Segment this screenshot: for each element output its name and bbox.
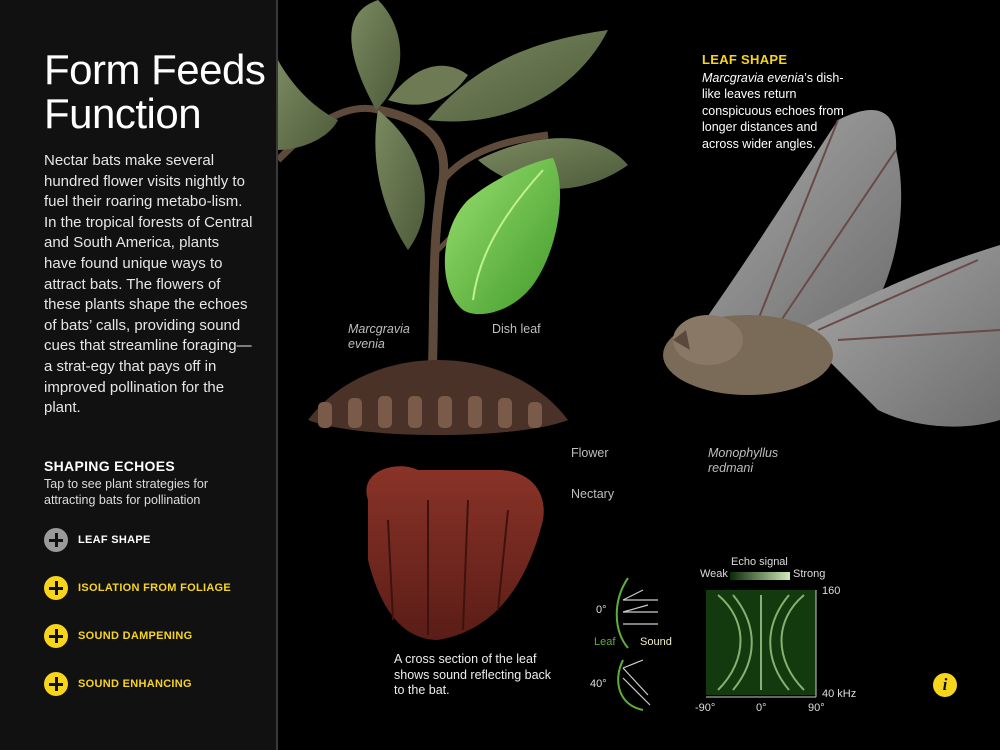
panel-body: Marcgravia evenia’s dish-like leaves ret… [702, 70, 847, 152]
panel-body-text: ’s dish-like leaves return conspicuous e… [702, 71, 844, 151]
panel-species: Marcgravia evenia [702, 71, 805, 85]
plant-species-label: Marcgravia evenia [348, 322, 410, 351]
strategy-label: ISOLATION FROM FOLIAGE [78, 582, 232, 594]
dish-leaf-label: Dish leaf [492, 322, 541, 336]
echo-strong-label: Strong [793, 568, 826, 580]
echo-weak-label: Weak [700, 568, 728, 580]
section-subtitle: Tap to see plant strategies for attracti… [44, 477, 208, 507]
plus-icon [44, 528, 68, 552]
illustration-area: Marcgravia evenia Dish leaf Flower Necta… [278, 0, 1000, 750]
strategy-isolation-from-foliage[interactable]: ISOLATION FROM FOLIAGE [44, 575, 231, 601]
nectary-label: Nectary [571, 487, 615, 501]
leaf-legend-label: Leaf [594, 636, 616, 648]
bat-species-label: Monophyllus redmani [708, 446, 779, 475]
plus-icon [44, 624, 68, 648]
echo-chart-title: Echo signal [731, 556, 788, 568]
echo-y-bottom-label: 40 kHz [822, 688, 857, 700]
sidebar: Form Feeds Function Nectar bats make sev… [0, 0, 276, 750]
plus-icon [44, 576, 68, 600]
cross-section-caption: A cross section of the leaf shows sound … [394, 652, 552, 697]
panel-title: LEAF SHAPE [702, 52, 788, 67]
sound-legend-label: Sound [640, 636, 672, 648]
page-title: Form Feeds Function [44, 46, 266, 137]
echo-x-tick: 90° [808, 702, 825, 714]
intro-text: Nectar bats make several hundred flower … [44, 152, 253, 417]
angle-0-label: 0° [596, 604, 607, 616]
strategy-label: SOUND DAMPENING [78, 630, 193, 642]
echo-x-tick: -90° [695, 702, 716, 714]
sidebar-divider [276, 0, 278, 750]
plant-and-bat-illustration [278, 0, 1000, 711]
info-icon[interactable]: i [933, 673, 957, 697]
strategy-sound-enhancing[interactable]: SOUND ENHANCING [44, 671, 192, 697]
strategy-sound-dampening[interactable]: SOUND DAMPENING [44, 623, 193, 649]
plus-icon [44, 672, 68, 696]
echo-y-top-label: 160 [822, 585, 841, 597]
section-heading: SHAPING ECHOES [44, 458, 175, 474]
flower-label: Flower [571, 446, 609, 460]
echo-x-tick: 0° [756, 702, 767, 714]
strategy-leaf-shape[interactable]: LEAF SHAPE [44, 527, 151, 553]
strategy-label: LEAF SHAPE [78, 534, 151, 546]
strategy-label: SOUND ENHANCING [78, 678, 192, 690]
angle-40-label: 40° [590, 678, 607, 690]
